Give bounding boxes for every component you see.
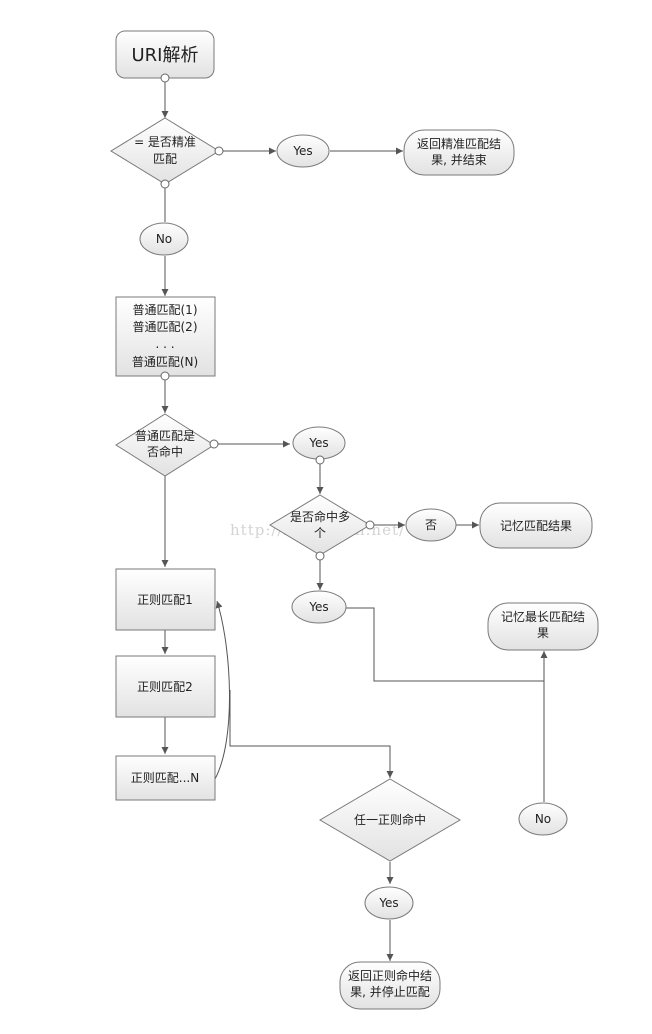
exact-match-decision: = 是否精准 匹配: [110, 117, 220, 185]
return-regex-node: 返回正则命中结 果, 并停止匹配: [339, 961, 441, 1010]
regex-match-2-label: 正则匹配2: [137, 680, 193, 694]
yes-bubble-multi: Yes: [291, 590, 347, 624]
multi-hit-line-2: 个: [314, 526, 326, 540]
return-exact-line-1: 返回精准匹配结: [417, 137, 501, 151]
exact-match-line-1: = 是否精准: [134, 135, 196, 149]
yes-label-multi: Yes: [308, 600, 328, 614]
normal-hit-line-2: 否命中: [147, 444, 183, 459]
remember-match-node: 记忆匹配结果: [479, 502, 593, 549]
edges: [161, 78, 548, 961]
no-label-regex: No: [535, 812, 551, 826]
no-bubble-regex: No: [518, 802, 568, 836]
no-label-multi: 否: [425, 518, 437, 532]
yes-label-exact: Yes: [292, 144, 312, 158]
return-exact-node: 返回精准匹配结 果, 并结束: [403, 129, 515, 176]
any-regex-hit-label: 任一正则命中: [354, 812, 426, 827]
no-bubble-exact: No: [139, 222, 189, 256]
start-node: URI解析: [115, 30, 215, 79]
normal-match-ellipsis: . . .: [155, 337, 174, 351]
regex-match-n-label: 正则匹配...N: [131, 771, 199, 785]
no-bubble-multi: 否: [405, 508, 457, 542]
remember-longest-line-1: 记忆最长匹配结: [501, 610, 585, 624]
remember-match-label: 记忆匹配结果: [500, 519, 572, 533]
normal-hit-decision: 普通匹配是 否命中: [115, 413, 215, 477]
regex-match-2-box: 正则匹配2: [115, 655, 216, 718]
normal-match-n: 普通匹配(N): [132, 355, 198, 369]
regex-match-1-label: 正则匹配1: [137, 593, 193, 607]
yes-bubble-normal: Yes: [292, 426, 346, 460]
yes-label-normal: Yes: [308, 436, 328, 450]
remember-longest-node: 记忆最长匹配结 果: [487, 602, 599, 651]
return-regex-line-1: 返回正则命中结: [348, 968, 432, 983]
exact-match-line-2: 匹配: [153, 152, 177, 166]
regex-match-1-box: 正则匹配1: [115, 568, 216, 631]
edge-regexN-loop: [214, 600, 230, 780]
any-regex-hit-decision: 任一正则命中: [319, 778, 461, 862]
normal-hit-line-1: 普通匹配是: [135, 429, 195, 443]
yes-bubble-regex: Yes: [364, 886, 414, 920]
normal-match-1: 普通匹配(1): [133, 303, 198, 317]
normal-matches-box: 普通匹配(1) 普通匹配(2) . . . 普通匹配(N): [115, 296, 216, 377]
remember-longest-line-2: 果: [537, 626, 549, 640]
edge-loop-to-anyhit: [229, 690, 394, 778]
regex-match-n-box: 正则匹配...N: [115, 755, 216, 801]
multi-hit-line-1: 是否命中多: [290, 509, 350, 524]
yes-label-regex: Yes: [378, 896, 398, 910]
no-label-exact: No: [156, 232, 172, 246]
yes-bubble-exact: Yes: [276, 134, 330, 168]
edge-yes3-to-longest: [346, 607, 548, 682]
multi-hit-decision: 是否命中多 个: [269, 494, 371, 556]
return-exact-line-2: 果, 并结束: [431, 153, 487, 167]
start-label: URI解析: [132, 45, 199, 66]
return-regex-line-2: 果, 并停止匹配: [350, 984, 430, 999]
normal-match-2: 普通匹配(2): [133, 320, 198, 334]
